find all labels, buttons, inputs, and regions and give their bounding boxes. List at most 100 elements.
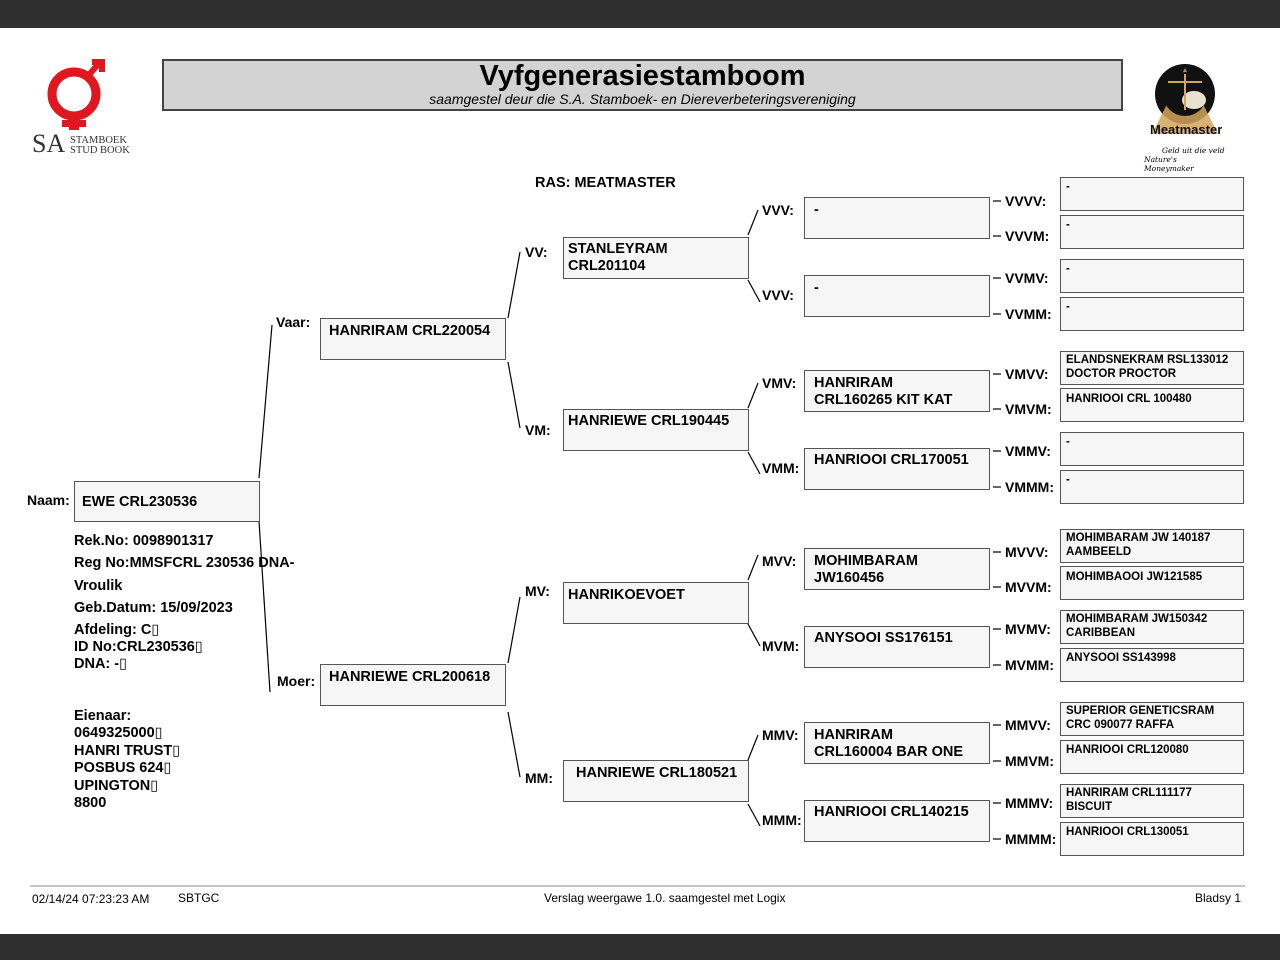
logo-line2: STUD BOOK — [70, 145, 130, 156]
vv-line1: STANLEYRAM — [568, 241, 668, 257]
gen3-label: VMM: — [762, 460, 800, 476]
gen4-label: MMMV: — [1005, 795, 1054, 811]
gen4-label: VMVV: — [1005, 366, 1049, 382]
gen4-label: VVMM: — [1005, 306, 1052, 322]
gen4-line1: - — [1066, 181, 1070, 193]
gen3-line2: JW160456 — [814, 570, 885, 586]
gen3-box: HANRIOOI CRL170051 — [804, 448, 990, 490]
breed-label: RAS: MEATMASTER — [535, 175, 676, 191]
gen4-line1: - — [1066, 219, 1070, 231]
studbook-symbol-icon — [47, 59, 105, 130]
gen3-box: MOHIMBARAM JW160456 — [804, 548, 990, 590]
dna: DNA: -▯ — [74, 656, 128, 672]
gen4-line1: HANRIOOI CRL130051 — [1066, 826, 1189, 838]
gen3-line1: MOHIMBARAM — [814, 553, 918, 569]
mm-box: HANRIEWE CRL180521 — [563, 760, 749, 802]
gen3-label: MVM: — [762, 638, 800, 654]
gen3-line2: CRL160265 KIT KAT — [814, 392, 953, 408]
vv-box: STANLEYRAM CRL201104 — [563, 237, 749, 279]
mv-box: HANRIKOEVOET — [563, 582, 749, 624]
gen4-box: - — [1060, 470, 1244, 504]
footer-page: Bladsy 1 — [1195, 891, 1242, 905]
gen4-line1: ELANDSNEKRAM RSL133012 — [1066, 354, 1229, 366]
mv-label: MV: — [525, 583, 550, 599]
gen3-label: MMM: — [762, 812, 802, 828]
gen4-label: MVMM: — [1005, 657, 1054, 673]
gen4-box: ANYSOOI SS143998 — [1060, 648, 1244, 682]
sex: Vroulik — [74, 578, 123, 594]
gen4-box: MOHIMBARAM JW150342 CARIBBEAN — [1060, 610, 1244, 644]
gen4-label: MVVV: — [1005, 544, 1049, 560]
gen4-line2: BISCUIT — [1066, 801, 1112, 813]
gen3-line1: HANRIRAM — [814, 727, 893, 743]
gen3-line1: - — [814, 202, 819, 218]
gen3-box: - — [804, 197, 990, 239]
gen4-box: - — [1060, 259, 1244, 293]
gen4-box: - — [1060, 432, 1244, 466]
gen4-line1: ANYSOOI SS143998 — [1066, 652, 1176, 664]
owner-name: HANRI TRUST▯ — [74, 743, 181, 759]
gen4-line1: MOHIMBARAM JW150342 — [1066, 613, 1208, 625]
animal-box: EWE CRL230536 — [74, 481, 260, 522]
gen4-label: MVMV: — [1005, 621, 1051, 637]
gen4-box: - — [1060, 215, 1244, 249]
rek-no: Rek.No: 0098901317 — [74, 533, 214, 549]
viewer-bottom-bar — [0, 934, 1280, 960]
gen4-line1: - — [1066, 263, 1070, 275]
gen3-line1: HANRIRAM — [814, 375, 893, 391]
gen4-line2: CARIBBEAN — [1066, 627, 1135, 639]
gen4-line1: SUPERIOR GENETICSRAM — [1066, 705, 1215, 717]
gen4-label: VMMM: — [1005, 479, 1054, 495]
gen4-box: MOHIMBAOOI JW121585 — [1060, 566, 1244, 600]
gen3-box: HANRIOOI CRL140215 — [804, 800, 990, 842]
gen3-label: VVV: — [762, 202, 794, 218]
afdeling: Afdeling: C▯ — [74, 622, 160, 638]
dam-box: HANRIEWE CRL200618 — [320, 664, 506, 706]
title-box: Vyfgenerasiestamboom saamgestel deur die… — [162, 59, 1123, 111]
footer-report: Verslag weergawe 1.0. saamgestel met Log… — [544, 891, 786, 905]
gen4-label: VVMV: — [1005, 270, 1049, 286]
gen4-line1: HANRIOOI CRL120080 — [1066, 744, 1189, 756]
gen3-box: HANRIRAM CRL160004 BAR ONE — [804, 722, 990, 764]
page-title: Vyfgenerasiestamboom — [479, 60, 806, 92]
sa-studbook-logo: SA STAMBOEK STUD BOOK — [30, 56, 140, 158]
footer-code: SBTGC — [178, 891, 220, 905]
logo-line1: STAMBOEK — [70, 135, 127, 146]
sire-label: Vaar: — [276, 314, 311, 330]
logo-tag1: Geld uit die veld — [1162, 146, 1225, 155]
meatmaster-logo: Meatmaster Geld uit die veld Nature's Mo… — [1138, 60, 1228, 173]
gen4-label: VVVM: — [1005, 228, 1050, 244]
gen4-label: VVVV: — [1005, 193, 1047, 209]
gen4-label: MMMM: — [1005, 831, 1057, 847]
gen4-label: VMVM: — [1005, 401, 1052, 417]
gen4-label: MMVV: — [1005, 717, 1051, 733]
naam-label: Naam: — [27, 492, 70, 508]
dam-name: HANRIEWE CRL200618 — [329, 669, 491, 685]
birth-date: Geb.Datum: 15/09/2023 — [74, 600, 233, 616]
gen4-line1: HANRIOOI CRL 100480 — [1066, 393, 1192, 405]
mm-label: MM: — [525, 770, 553, 786]
vm-box: HANRIEWE CRL190445 — [563, 409, 749, 451]
gen4-line1: - — [1066, 301, 1070, 313]
footer-datetime: 02/14/24 07:23:23 AM — [32, 892, 150, 906]
owner-code: 8800 — [74, 795, 107, 811]
gen4-line2: AAMBEELD — [1066, 546, 1132, 558]
gen3-line1: HANRIOOI CRL170051 — [814, 452, 969, 468]
gen4-box: SUPERIOR GENETICSRAM CRC 090077 RAFFA — [1060, 702, 1244, 736]
sire-name: HANRIRAM CRL220054 — [329, 323, 491, 339]
gen4-box: HANRIOOI CRL120080 — [1060, 740, 1244, 774]
gen3-label: VMV: — [762, 375, 797, 391]
vv-label: VV: — [525, 244, 548, 260]
logo-tag2: Nature's Moneymaker — [1144, 155, 1194, 173]
viewer-top-bar — [0, 0, 1280, 28]
gen3-label: MMV: — [762, 727, 799, 743]
gen3-box: - — [804, 275, 990, 317]
gen4-line1: MOHIMBAOOI JW121585 — [1066, 571, 1203, 583]
gen4-label: MMVM: — [1005, 753, 1054, 769]
vm-line1: HANRIEWE CRL190445 — [568, 413, 730, 429]
mm-line1: HANRIEWE CRL180521 — [576, 765, 738, 781]
gen4-line1: HANRIRAM CRL111177 — [1066, 787, 1192, 799]
mv-line1: HANRIKOEVOET — [568, 587, 685, 603]
owner-phone: 0649325000▯ — [74, 725, 163, 741]
gen3-label: VVV: — [762, 287, 794, 303]
